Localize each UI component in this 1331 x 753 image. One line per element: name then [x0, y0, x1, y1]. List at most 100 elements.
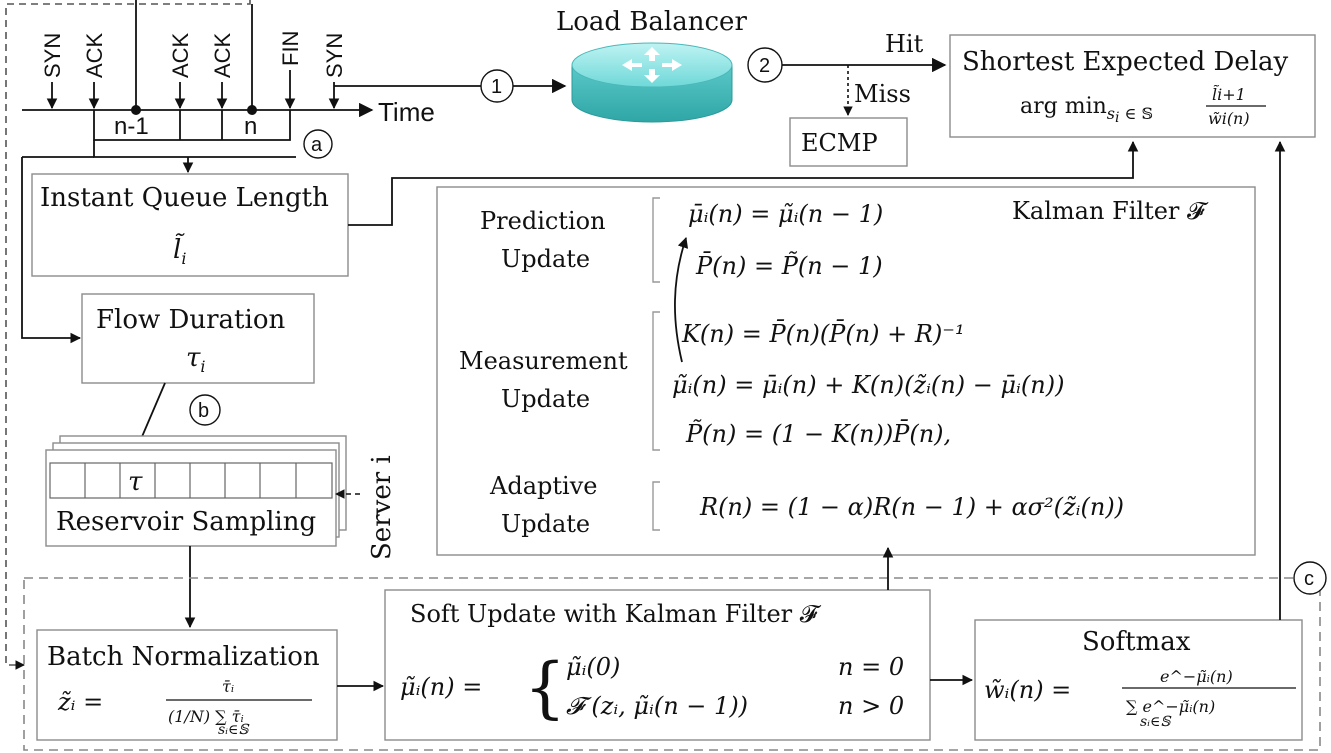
adaptive-eq: R(n) = (1 − α)R(n − 1) + ασ²(z̃ᵢ(n)) [699, 493, 1124, 521]
flow-duration-sub: i [200, 357, 205, 376]
softmax-den-sub: sᵢ∈𝕊 [1140, 714, 1172, 730]
sed-sub-in: ∈ 𝕊 [1119, 104, 1153, 123]
reservoir-title: Reservoir Sampling [56, 507, 316, 537]
reservoir-cells [49, 462, 333, 499]
sed-formula-prefix: arg minsi ∈ 𝕊 [1020, 94, 1153, 126]
event-ack-3: ACK [210, 32, 235, 78]
time-label: Time [378, 97, 435, 127]
softmax-den: ∑ e^−μ̃ᵢ(n)sᵢ∈𝕊 [1126, 697, 1215, 730]
timeline: Time SYN ACK ACK ACK FIN SYN n-1 n a [5, 0, 435, 670]
reservoir-group: τ Reservoir Sampling Server i [45, 435, 397, 629]
soft-update-cond-1: n = 0 [838, 653, 904, 681]
softmax-title: Softmax [1082, 627, 1191, 657]
sample-dot-n [247, 105, 257, 115]
marker-1 [480, 69, 514, 103]
reservoir-tau: τ [128, 467, 143, 497]
softmax-box [974, 619, 1303, 741]
sed-argmin: arg min [1020, 94, 1107, 119]
soft-update-box [384, 589, 931, 741]
sed-sub-i: i [1115, 110, 1119, 126]
hit-label: Hit [885, 30, 924, 58]
miss-label: Miss [854, 80, 911, 108]
soft-update-title: Soft Update with Kalman Filter 𝓕 [410, 600, 822, 628]
batchnorm-box [36, 629, 338, 741]
adaptive-label-2: Update [501, 510, 590, 538]
router-icon [571, 42, 733, 123]
event-fin: FIN [278, 31, 303, 66]
marker-a-label: a [311, 134, 323, 156]
kalman-box [436, 186, 1256, 556]
measurement-bracket [652, 311, 660, 451]
marker-b-label: b [198, 400, 209, 422]
feedback-dashed-line [5, 0, 251, 670]
ecmp-box [789, 117, 908, 167]
prediction-eq-2: P̄(n) = P̃(n − 1) [695, 252, 883, 280]
measurement-label-2: Update [501, 385, 590, 413]
sed-title: Shortest Expected Delay [962, 47, 1289, 77]
flow-duration-box [81, 293, 315, 384]
queue-length-box [31, 173, 349, 277]
marker-b [189, 394, 221, 426]
flow-duration-group: Flow Duration τi b [81, 293, 315, 461]
adaptive-label-1: Adaptive [489, 472, 597, 500]
load-balancer-title: Load Balancer [556, 7, 747, 37]
queue-length-sub: i [181, 249, 186, 268]
soft-update-lhs: μ̃ᵢ(n) = [400, 673, 482, 701]
flow-duration-tau: τ [186, 343, 201, 373]
slot-bracket [93, 140, 296, 158]
slot-label-n: n [244, 113, 257, 140]
kalman-title: Kalman Filter 𝓕 [1012, 197, 1209, 225]
load-balancer-section: 1 Load Balancer 2 Hit Miss ECMP [334, 7, 947, 167]
event-ack-1: ACK [82, 32, 107, 78]
marker-1-label: 1 [491, 76, 502, 98]
kalman-group: Kalman Filter 𝓕 Prediction Update μ̄ᵢ(n)… [436, 186, 1256, 556]
soft-update-case-1: μ̃ᵢ(0) [566, 653, 620, 681]
soft-update-group: Soft Update with Kalman Filter 𝓕 μ̃ᵢ(n) … [384, 546, 974, 741]
softmax-group: Softmax w̃ᵢ(n) = e^−μ̃ᵢ(n) ∑ e^−μ̃ᵢ(n)sᵢ… [974, 140, 1303, 741]
sed-num: l̃i+1 [1212, 85, 1246, 104]
reservoir-cell-row [49, 462, 333, 499]
softmax-num: e^−μ̃ᵢ(n) [1160, 667, 1233, 686]
measurement-eq-1: K(n) = P̄(n)(P̄(n) + R)⁻¹ [681, 320, 965, 348]
measurement-label-1: Measurement [459, 347, 628, 375]
dashed-region-c [23, 577, 1321, 751]
event-syn-1: SYN [40, 33, 65, 78]
flow-duration-symbol: τi [186, 343, 206, 376]
soft-update-cond-2: n > 0 [838, 692, 904, 720]
adaptive-bracket [652, 481, 660, 531]
batchnorm-title: Batch Normalization [47, 642, 320, 672]
arrow-queue-to-sed [348, 140, 1139, 226]
event-ack-2: ACK [168, 32, 193, 78]
soft-update-case-2: 𝓕 (zᵢ, μ̃ᵢ(n − 1)) [566, 692, 748, 720]
batchnorm-den-main: (1/N) ∑ τ̄ᵢ [168, 707, 244, 726]
sample-dot-n-1 [131, 105, 141, 115]
marker-2-label: 2 [759, 55, 770, 77]
prediction-label-1: Prediction [480, 207, 606, 235]
prediction-label-2: Update [501, 245, 590, 273]
queue-length-group: Instant Queue Length l̃i [31, 140, 1139, 277]
prediction-eq-1: μ̄ᵢ(n) = μ̃ᵢ(n − 1) [688, 200, 883, 228]
flow-duration-title: Flow Duration [96, 305, 285, 335]
arrow-to-flow-duration [21, 157, 82, 344]
batchnorm-lhs: z̃ᵢ = [57, 688, 103, 716]
batchnorm-group: Batch Normalization z̃ᵢ = τ̄ᵢ (1/N) ∑ τ̄… [36, 629, 385, 741]
softmax-den-main: ∑ e^−μ̃ᵢ(n) [1126, 697, 1215, 716]
marker-c-label: c [1304, 568, 1314, 590]
sed-sub-s: s [1107, 104, 1115, 123]
marker-c [1293, 561, 1327, 595]
server-label: Server i [367, 455, 397, 560]
batchnorm-den-sub: sᵢ∈𝕊 [218, 722, 250, 738]
batchnorm-num: τ̄ᵢ [222, 677, 234, 696]
event-syn-2: SYN [322, 33, 347, 78]
prediction-bracket [652, 197, 660, 283]
soft-update-brace: { [524, 649, 566, 726]
marker-a [303, 129, 333, 159]
sed-box-group: Shortest Expected Delay arg minsi ∈ 𝕊 l̃… [949, 34, 1316, 138]
sed-den: w̃i(n) [1208, 109, 1250, 128]
measurement-eq-2: μ̃ᵢ(n) = μ̄ᵢ(n) + K(n)(z̃ᵢ(n) − μ̄ᵢ(n)) [672, 371, 1064, 399]
loop-arrow [674, 236, 689, 363]
queue-length-title: Instant Queue Length [40, 183, 329, 213]
